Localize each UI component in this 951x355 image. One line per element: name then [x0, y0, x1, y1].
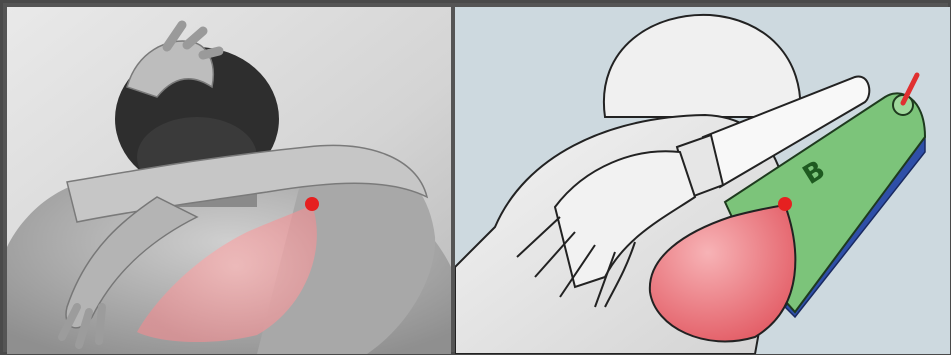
- photo-panel: [7, 7, 451, 354]
- photo-illustration: [7, 7, 451, 354]
- insertion-marker: [305, 197, 319, 211]
- model-illustration: B: [455, 7, 950, 354]
- model-insertion-marker: [778, 197, 792, 211]
- model-panel: B: [455, 7, 950, 354]
